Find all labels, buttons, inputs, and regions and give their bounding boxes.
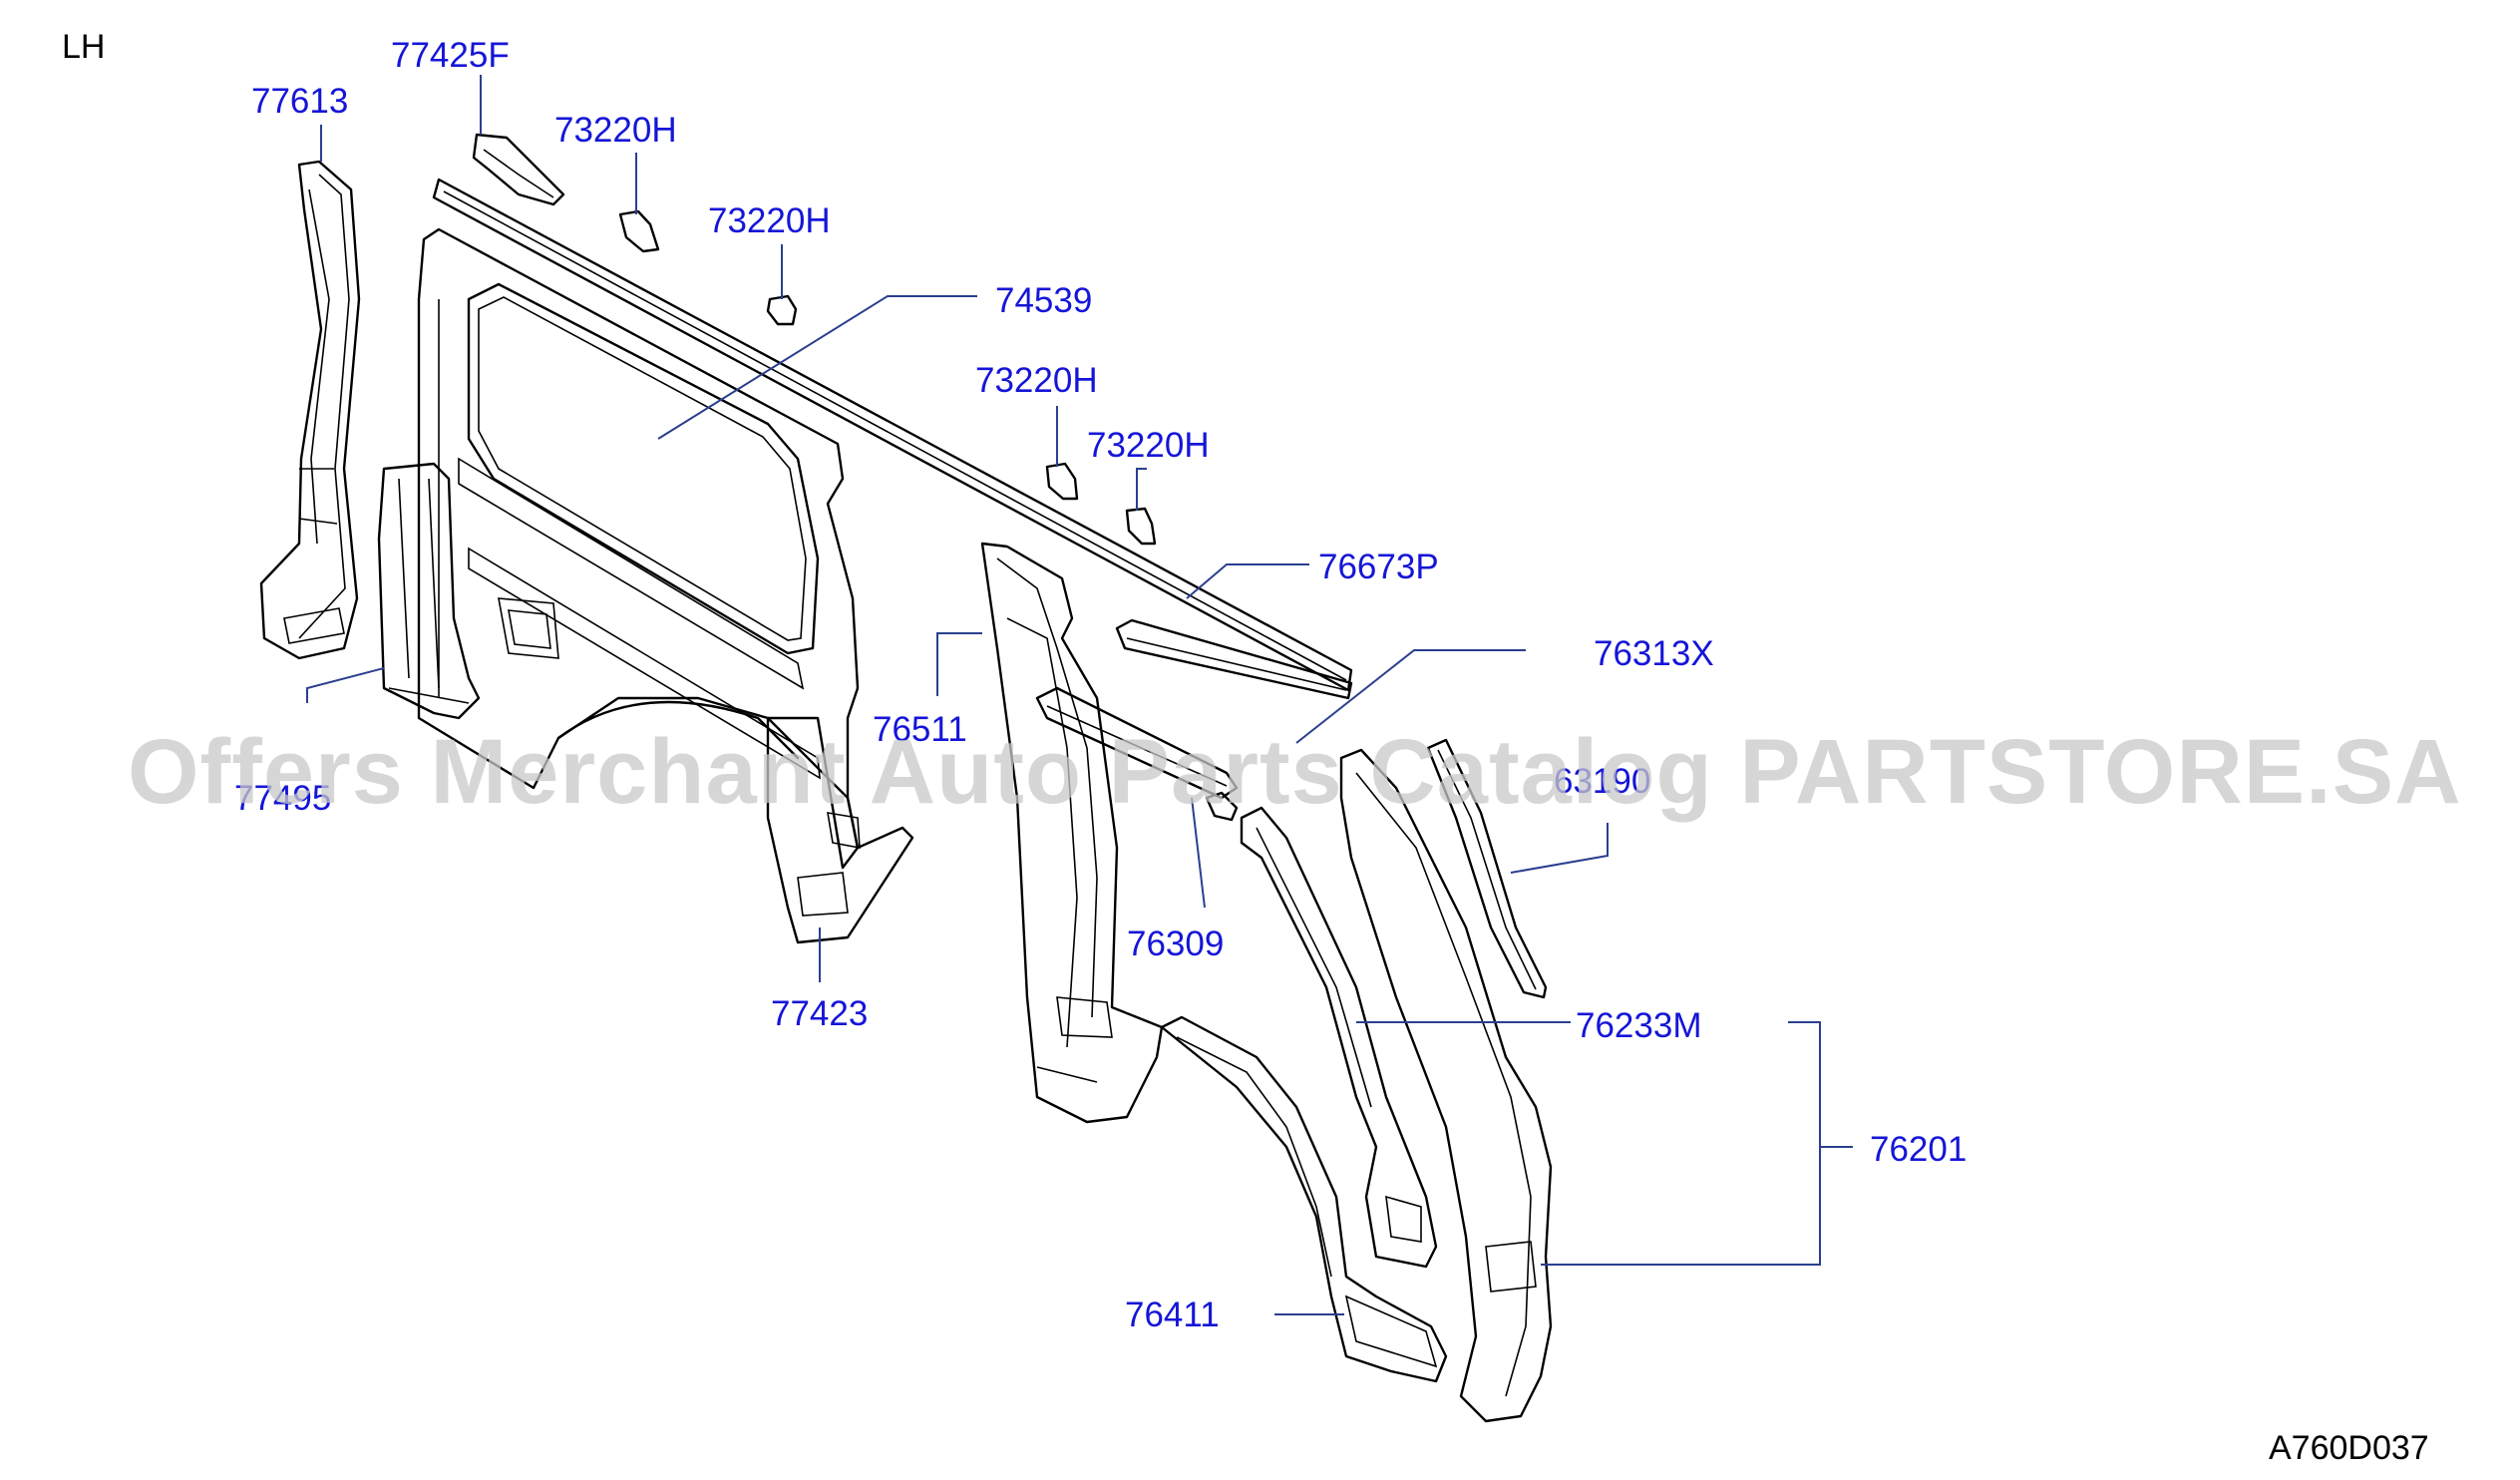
- reinforcement-77495-drawing: [377, 462, 481, 720]
- pillar-76233M-drawing: [1240, 806, 1438, 1269]
- watermark-text: Offers Merchant Auto Parts Catalog PARTS…: [128, 721, 2462, 823]
- part-label-74539[interactable]: 74539: [995, 281, 1092, 320]
- roof-rail-drawing: [432, 178, 1353, 692]
- part-label-76201[interactable]: 76201: [1870, 1130, 1967, 1169]
- part-label-76511[interactable]: 76511: [873, 710, 967, 749]
- part-label-73220H-b[interactable]: 73220H: [708, 201, 831, 240]
- part-label-77613[interactable]: 77613: [251, 82, 348, 121]
- part-labels: 77425F 77613 73220H 73220H 74539 73220H …: [234, 36, 1967, 1334]
- side-label: LH: [62, 28, 105, 66]
- rail-76313X-drawing: [1035, 686, 1239, 800]
- panel-77423-drawing: [766, 716, 914, 944]
- part-label-76309[interactable]: 76309: [1127, 925, 1224, 963]
- clip-drawings: [618, 209, 1157, 546]
- part-label-76233M[interactable]: 76233M: [1576, 1006, 1701, 1045]
- clip-76309-drawing: [1205, 791, 1239, 822]
- wheelhouse-76411-drawing: [1160, 1015, 1448, 1383]
- panel-76201-drawing: [1339, 738, 1553, 1423]
- part-label-63190[interactable]: 63190: [1554, 762, 1650, 801]
- bracket-77425F-drawing: [472, 133, 565, 206]
- part-label-76673P[interactable]: 76673P: [1318, 548, 1439, 586]
- part-label-77425F[interactable]: 77425F: [391, 36, 510, 75]
- part-label-77423[interactable]: 77423: [771, 994, 868, 1033]
- diagram-code: A760D037: [2269, 1429, 2429, 1467]
- side-panel-drawing: [417, 227, 860, 870]
- leader-lines: [306, 75, 1853, 1315]
- part-drawings: [259, 133, 1553, 1423]
- part-label-76313X[interactable]: 76313X: [1594, 634, 1714, 673]
- part-label-73220H-c[interactable]: 73220H: [975, 361, 1098, 400]
- pillar-76511-drawing: [980, 542, 1164, 1124]
- part-label-73220H-a[interactable]: 73220H: [554, 111, 677, 150]
- part-label-77495[interactable]: 77495: [234, 779, 331, 818]
- part-label-76411[interactable]: 76411: [1125, 1295, 1220, 1334]
- pillar-77613-drawing: [259, 160, 361, 660]
- part-label-73220H-d[interactable]: 73220H: [1087, 426, 1210, 465]
- strip-76673P-drawing: [1115, 618, 1353, 700]
